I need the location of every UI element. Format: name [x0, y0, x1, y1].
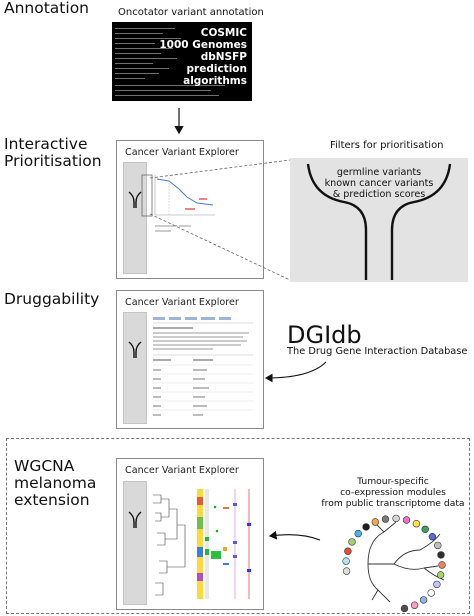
dgidb-name: DGIdb — [287, 321, 362, 349]
cve-title-1: Cancer Variant Explorer — [125, 147, 239, 158]
mini-heatmap — [153, 489, 251, 599]
filters-title: Filters for prioritisation — [330, 140, 444, 151]
module-dot — [419, 596, 428, 604]
tumour-text: Tumour-specific co-expression modules fr… — [318, 476, 468, 509]
tumour-line-2: co-expression modules — [340, 487, 446, 498]
funnel-icon — [128, 511, 142, 528]
module-dot — [400, 604, 409, 613]
sidebar-panel — [123, 481, 147, 605]
section-title-extension: extension — [14, 491, 90, 509]
source-algorithms: algorithms — [183, 75, 247, 87]
module-dot — [344, 547, 352, 555]
module-dot — [434, 541, 442, 550]
module-dot — [427, 589, 435, 597]
module-dot — [437, 551, 445, 559]
mini-plot — [154, 175, 215, 216]
filter-known-cancer: known cancer variants — [324, 178, 434, 189]
filter-list: germline variants known cancer variants … — [290, 167, 468, 200]
cve-window-wgcna: Cancer Variant Explorer — [116, 458, 264, 610]
module-dot — [354, 529, 362, 538]
circular-dendrogram — [342, 514, 446, 613]
source-cosmic: COSMIC — [200, 27, 247, 39]
sidebar-panel — [123, 162, 147, 274]
module-dot — [371, 518, 379, 526]
cve-window-druggability: Cancer Variant Explorer — [116, 290, 264, 429]
section-title-prioritisation: Prioritisation — [4, 152, 102, 170]
module-dot — [348, 538, 356, 546]
module-dot — [402, 516, 411, 524]
cve-window-prioritisation: Cancer Variant Explorer — [116, 140, 264, 279]
filter-prediction-scores: & prediction scores — [332, 189, 426, 200]
big-funnel-icon — [306, 163, 452, 280]
module-dot — [433, 580, 441, 589]
cve-title-2: Cancer Variant Explorer — [125, 297, 239, 308]
cve-title-3: Cancer Variant Explorer — [125, 465, 239, 476]
section-title-druggability: Druggability — [4, 290, 100, 308]
section-title-interactive: Interactive — [4, 135, 88, 153]
module-dot — [410, 601, 419, 609]
section-title-melanoma: melanoma — [14, 474, 97, 492]
funnel-icon — [128, 341, 142, 358]
filters-panel: germline variants known cancer variants … — [290, 158, 468, 282]
funnel-icon — [128, 191, 142, 208]
module-dot — [392, 514, 400, 523]
wgcna-frame — [6, 438, 470, 614]
module-dot — [438, 561, 446, 569]
sidebar-panel — [123, 312, 147, 424]
tumour-line-1: Tumour-specific — [357, 476, 429, 487]
module-dot — [342, 567, 351, 575]
filter-germline: germline variants — [336, 167, 422, 178]
tumour-line-3: from public transcriptome data — [321, 498, 465, 509]
annotation-sources: COSMIC 1000 Genomes dbNSFP prediction al… — [159, 27, 247, 87]
module-dot — [381, 515, 390, 523]
section-title-wgcna: WGCNA — [14, 457, 75, 475]
oncotator-title: Oncotator variant annotation — [118, 7, 264, 18]
section-title-annotation: Annotation — [4, 0, 90, 17]
source-dbnsfp: dbNSFP — [200, 51, 247, 63]
dgidb-full-name: The Drug Gene Interaction Database — [287, 346, 468, 357]
module-dot — [412, 519, 421, 528]
module-dot — [362, 523, 370, 531]
source-prediction: prediction — [186, 63, 247, 75]
module-dot — [421, 525, 429, 533]
module-dot — [436, 571, 445, 579]
mini-table — [153, 317, 253, 416]
terminal-screenshot: COSMIC 1000 Genomes dbNSFP prediction al… — [112, 22, 252, 101]
module-dot — [342, 557, 350, 565]
source-1000-genomes: 1000 Genomes — [159, 39, 247, 51]
module-dot — [428, 533, 437, 541]
